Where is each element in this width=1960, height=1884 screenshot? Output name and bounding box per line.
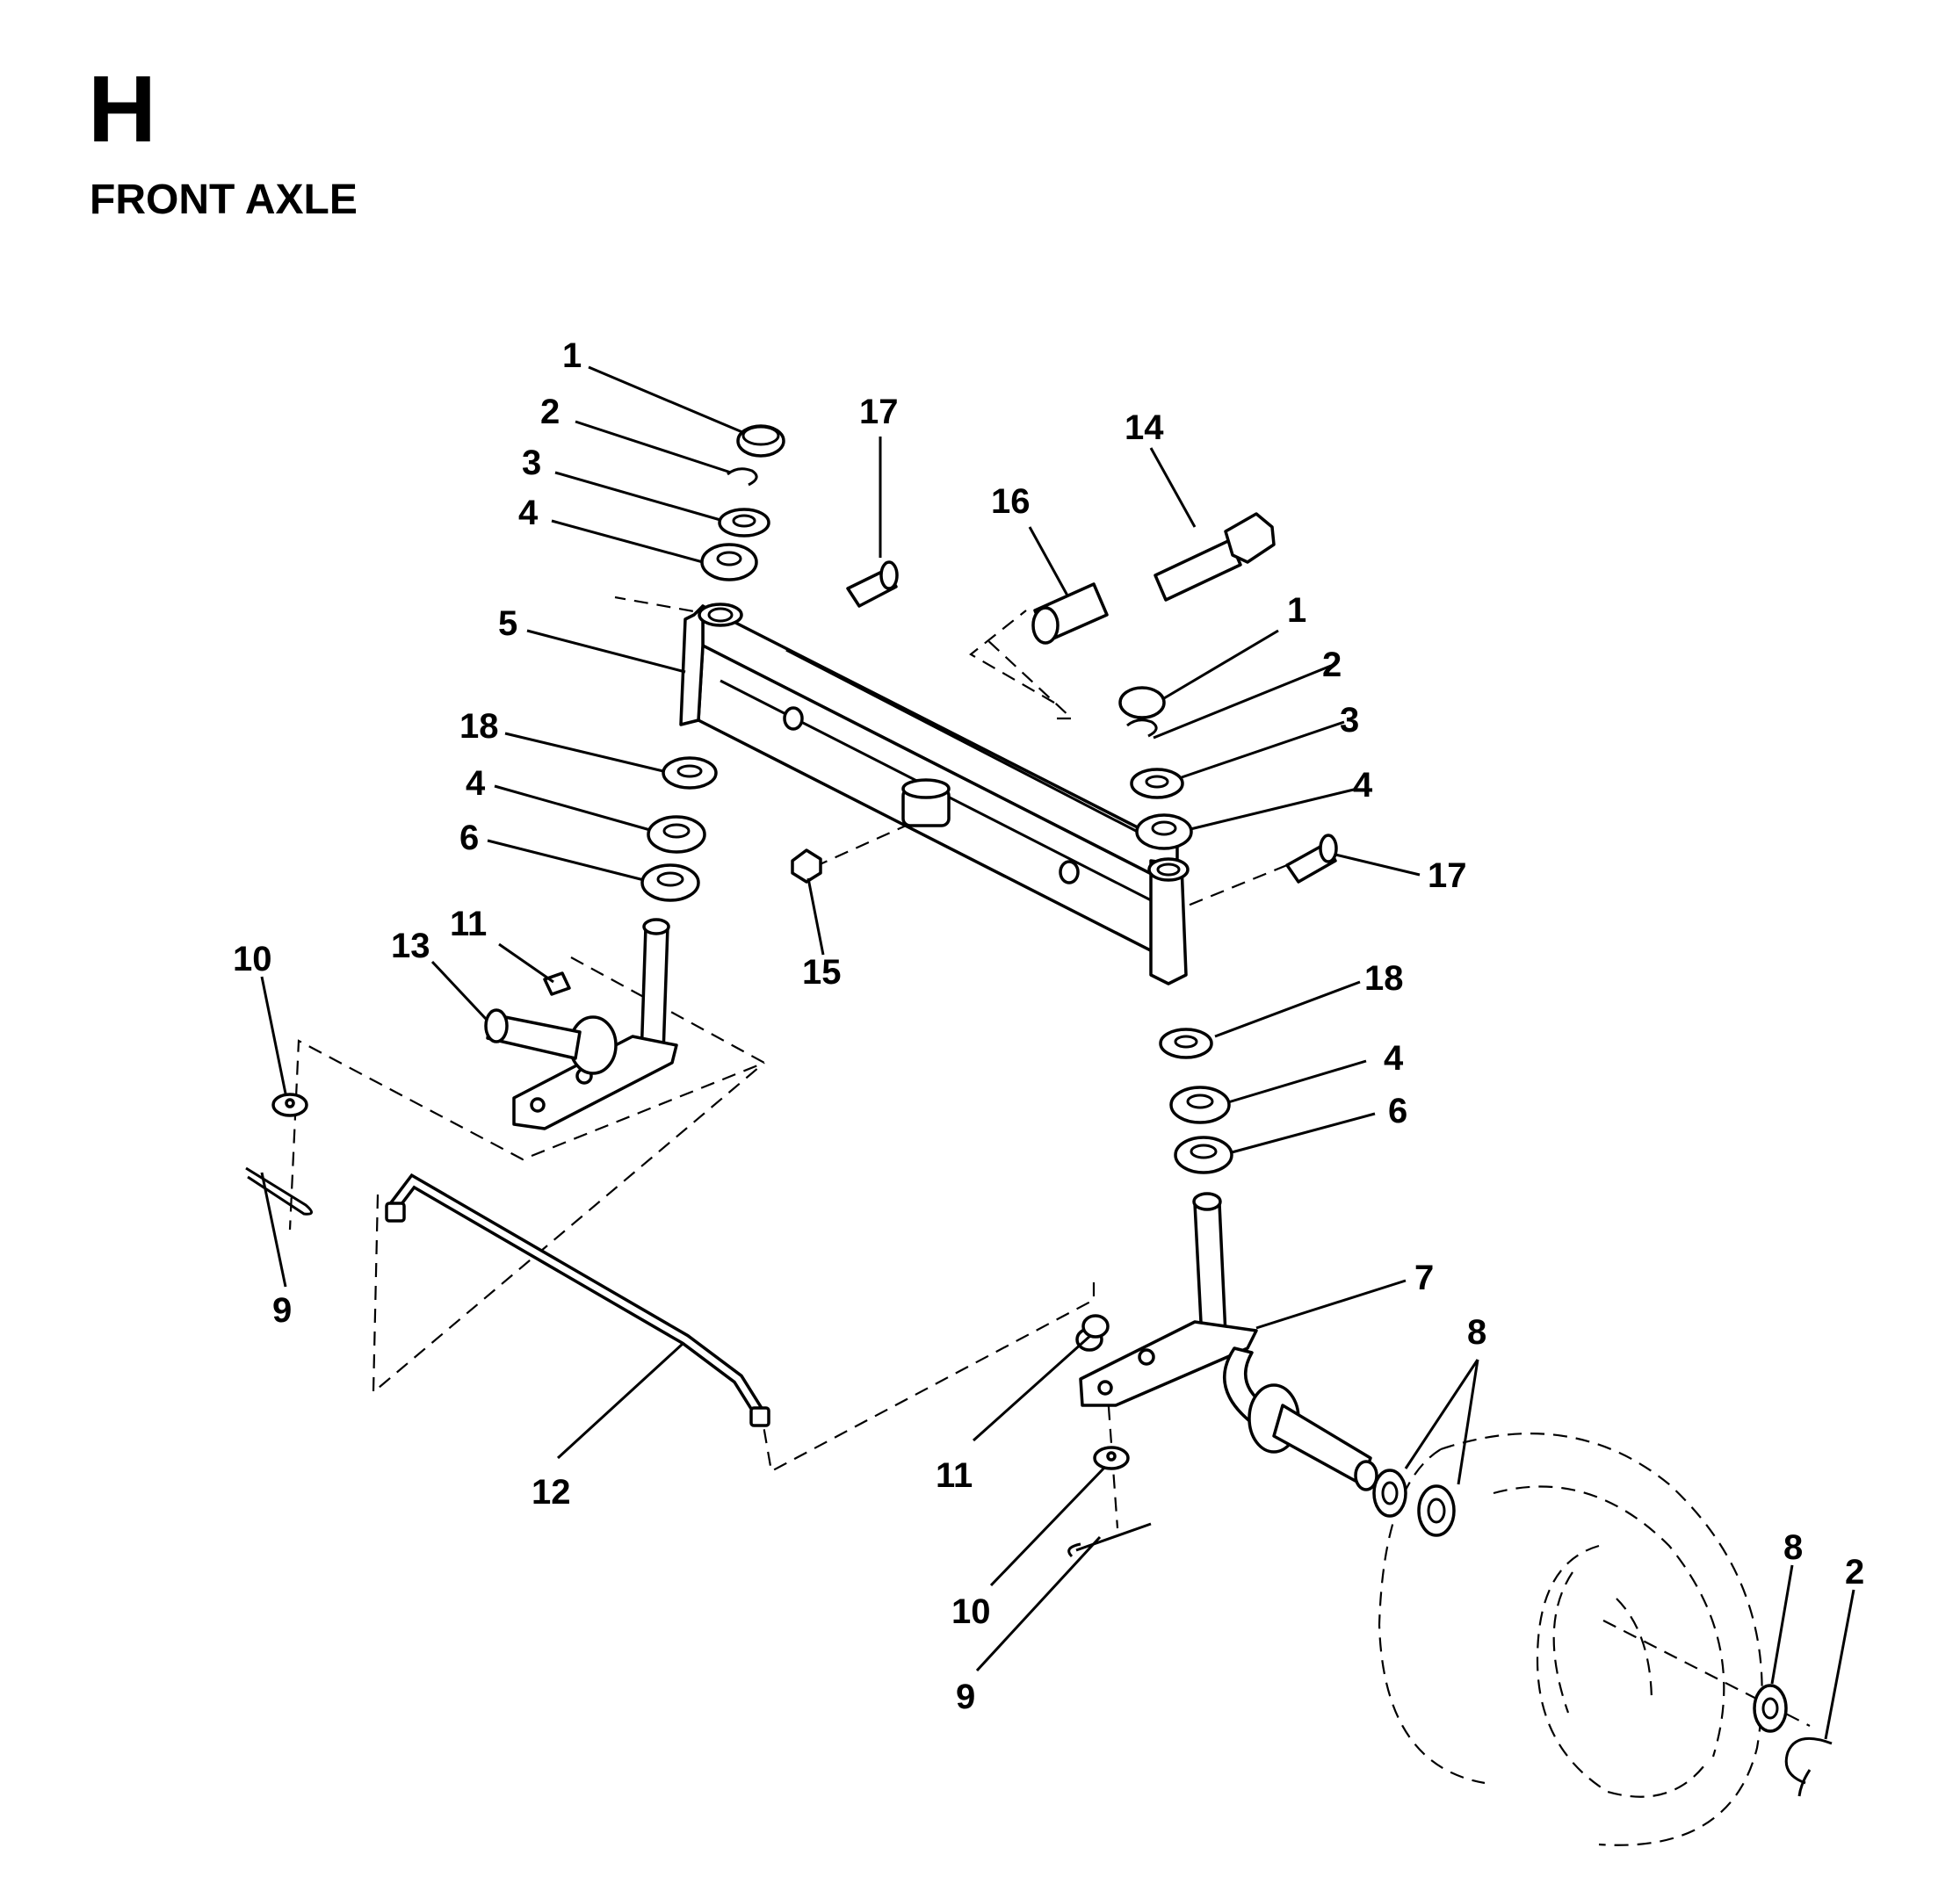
callout-1: 1 [1287,591,1306,630]
callout-4: 4 [1384,1039,1404,1078]
callout-2: 2 [540,393,560,431]
right-cotter-pin-and-washer [1067,1446,1152,1558]
callout-4: 4 [466,764,486,803]
assembly-guide-lines [288,596,1811,1727]
pivot-bolt [1154,512,1276,602]
left-cotter-pin-and-washer [245,1093,313,1216]
callout-13: 13 [391,927,430,965]
callout-7: 7 [1414,1259,1434,1297]
callout-11: 11 [450,905,487,943]
callout-16: 16 [991,482,1031,521]
callout-9: 9 [956,1678,975,1716]
callout-12: 12 [532,1473,571,1512]
callout-17: 17 [1428,856,1467,895]
callout-10: 10 [951,1592,991,1631]
callout-3: 3 [522,444,541,482]
callout-2: 2 [1322,646,1342,684]
wheel-washers [1372,1469,1833,1797]
grease-fitting-right [1285,834,1338,884]
callout-4: 4 [518,494,539,532]
callout-1: 1 [562,336,582,375]
front-wheel [1378,1433,1763,1846]
callout-10: 10 [233,940,272,978]
left-lower-hardware [640,756,718,902]
callout-18: 18 [1364,959,1404,998]
right-upper-hardware [1118,686,1193,850]
left-spindle [484,918,678,1130]
callout-2: 2 [1845,1553,1864,1592]
callout-15: 15 [802,953,842,992]
axle-beam [679,603,1190,985]
left-upper-hardware [700,424,785,581]
spacer-tube [1031,582,1109,645]
callout-17: 17 [859,393,899,431]
callout-8: 8 [1783,1528,1803,1567]
lock-nut [791,848,822,884]
section-letter: H [88,55,156,162]
callout-leader-lines [260,365,1855,1740]
right-spindle [1075,1192,1378,1491]
callout-11: 11 [936,1456,973,1495]
callout-18: 18 [459,707,499,746]
callout-numbers: 1 2 3 4 5 18 4 6 17 16 14 1 2 3 4 17 15 … [233,336,1864,1716]
callout-4: 4 [1353,766,1373,805]
callout-3: 3 [1340,701,1359,740]
callout-9: 9 [272,1291,292,1330]
tie-rod [385,1173,770,1427]
callout-5: 5 [498,604,517,643]
grease-fitting-left [846,560,899,608]
callout-14: 14 [1125,408,1164,447]
callout-8: 8 [1467,1313,1486,1352]
callout-6: 6 [1388,1092,1407,1130]
callout-6: 6 [459,819,479,857]
page-title: FRONT AXLE [90,177,358,223]
right-flange-nut [1081,1314,1110,1339]
right-lower-hardware [1159,1028,1233,1174]
